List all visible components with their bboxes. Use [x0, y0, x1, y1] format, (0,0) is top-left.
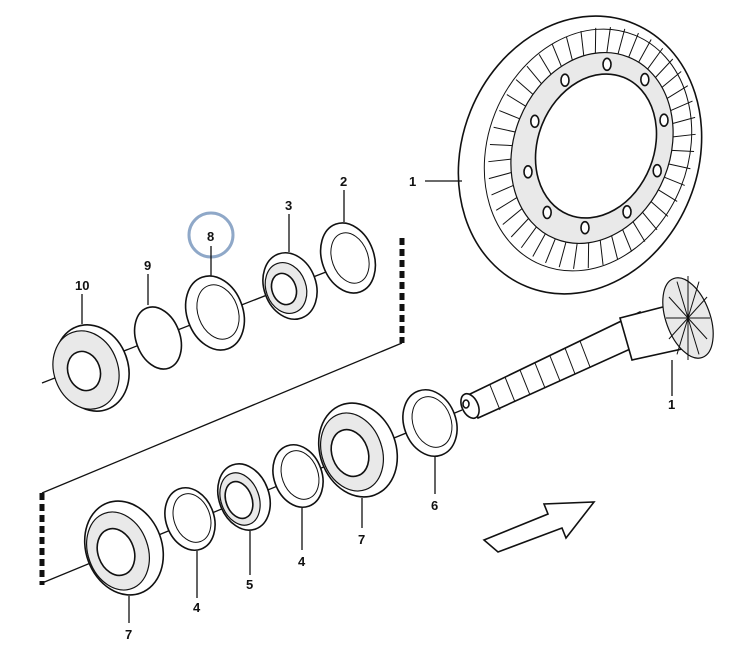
pinion-tooth — [668, 317, 689, 340]
gear-tooth — [671, 149, 695, 153]
bolt-hole — [622, 204, 632, 219]
gear-tooth — [664, 176, 685, 186]
ring-gear — [457, 15, 703, 295]
bolt-hole — [542, 205, 552, 220]
gear-tooth — [628, 32, 639, 58]
bolt-hole — [580, 220, 590, 235]
gear-tooth — [599, 240, 604, 266]
gear-tooth — [526, 65, 542, 84]
gear-tooth — [672, 116, 696, 124]
gear-tooth — [638, 39, 652, 63]
label-ring-4-right: 4 — [298, 554, 306, 569]
bolt-hole — [602, 57, 612, 72]
assembly-frame — [39, 238, 405, 585]
pinion-tooth — [687, 281, 700, 319]
tapered-bearing-7-lower — [83, 500, 165, 596]
label-bearing-7-lower: 7 — [125, 627, 132, 642]
pinion-tooth — [687, 317, 700, 355]
bolt-hole — [652, 163, 662, 178]
pinion-shaft — [460, 276, 714, 420]
gear-tooth — [520, 226, 537, 249]
label-shim-6: 6 — [431, 498, 438, 513]
gear-tooth — [499, 110, 520, 120]
gear-tooth — [495, 197, 518, 211]
pinion-tooth — [668, 296, 689, 319]
gear-tooth — [493, 126, 516, 133]
gear-tooth — [606, 27, 611, 53]
gear-tooth — [617, 28, 626, 55]
bolt-hole — [523, 164, 533, 179]
gear-tooth — [672, 133, 696, 138]
gear-tooth — [668, 163, 691, 170]
o-ring-9 — [133, 306, 183, 370]
gear-tooth — [670, 100, 693, 112]
gear-tooth — [658, 189, 678, 202]
label-ring-8: 8 — [207, 229, 214, 244]
label-bearing-7-upper: 7 — [358, 532, 365, 547]
bolt-hole — [560, 73, 570, 88]
gear-tooth — [502, 208, 523, 225]
label-pulley-10: 10 — [75, 278, 89, 293]
gear-tooth — [545, 238, 556, 264]
gear-tooth — [655, 58, 674, 78]
bolt-hole — [640, 72, 650, 87]
direction-arrow-icon — [482, 501, 596, 553]
slotted-nut-3 — [262, 252, 318, 320]
ring-8 — [184, 275, 246, 351]
gear-tooth — [666, 85, 689, 99]
gear-tooth — [661, 71, 682, 88]
label-pinion-shaft: 1 — [668, 397, 675, 412]
leader-lines — [81, 180, 673, 623]
gear-tooth — [488, 172, 512, 180]
gear-tooth — [650, 201, 669, 217]
label-oring-9: 9 — [144, 258, 151, 273]
gear-tooth — [558, 241, 567, 268]
gear-tooth — [632, 221, 646, 242]
gear-tooth — [573, 243, 578, 269]
gear-tooth — [489, 143, 513, 147]
gear-tooth — [622, 229, 633, 252]
gear-tooth — [642, 212, 658, 231]
label-sleeve-5: 5 — [246, 577, 253, 592]
gear-tooth — [515, 79, 534, 95]
label-nut-3: 3 — [285, 198, 292, 213]
gear-tooth — [491, 184, 514, 196]
gear-tooth — [647, 47, 664, 70]
label-washer-2: 2 — [340, 174, 347, 189]
pinion-tooth — [676, 281, 689, 319]
gear-tooth — [538, 54, 552, 75]
gear-tooth — [506, 94, 526, 107]
gear-tooth — [551, 44, 562, 67]
pinion-tooth — [676, 317, 689, 355]
shim-6 — [402, 389, 458, 457]
gear-tooth — [565, 36, 573, 61]
label-ring-4-left: 4 — [193, 600, 201, 615]
tapered-bearing-7-upper — [317, 402, 399, 498]
gear-tooth — [611, 235, 619, 260]
label-ring-gear: 1 — [409, 174, 416, 189]
washer-2 — [319, 222, 377, 294]
ring-4-right — [272, 444, 324, 508]
gear-tooth — [510, 218, 529, 238]
bearing-cup-10 — [52, 324, 130, 412]
gear-tooth — [488, 158, 512, 163]
bolt-hole — [530, 114, 540, 129]
ring-4-left — [164, 487, 216, 551]
gear-tooth — [580, 30, 585, 56]
bolt-hole — [659, 113, 669, 128]
sleeve-5 — [216, 463, 272, 531]
pinion-tooth — [687, 296, 708, 319]
gear-tooth — [532, 233, 546, 257]
pinion-tooth — [687, 317, 708, 340]
